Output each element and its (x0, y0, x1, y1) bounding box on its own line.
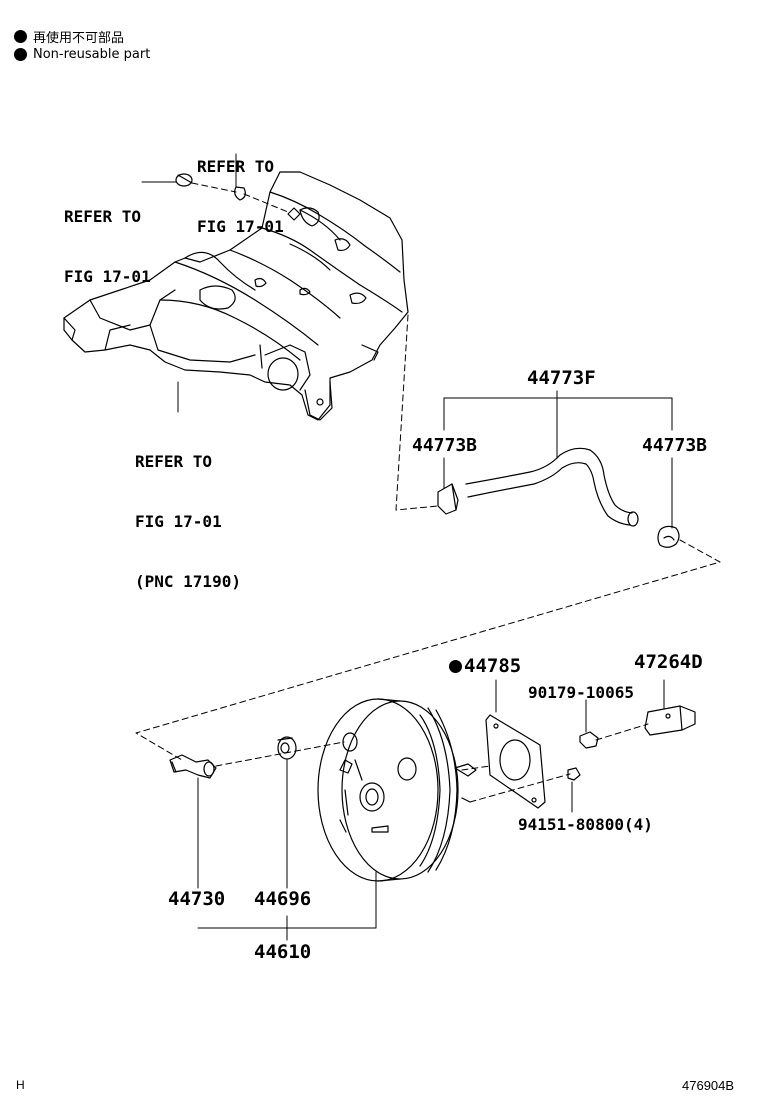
bullet-icon (14, 48, 27, 61)
nut-drawing (579, 731, 599, 749)
part-label-nut: 90179-10065 (528, 683, 634, 702)
vacuum-hose-drawing (437, 447, 680, 548)
reference-top-right: REFER TO FIG 17-01 (197, 117, 284, 257)
part-label-booster-assy: 44610 (254, 941, 312, 963)
intake-manifold-drawing (63, 171, 409, 421)
ref-line: FIG 17-01 (197, 217, 284, 236)
clevis-drawing (644, 705, 696, 736)
booster-leaders (197, 679, 665, 941)
nut-set-drawing (567, 767, 581, 781)
legend-item-english: Non-reusable part (14, 47, 150, 62)
ref-line: FIG 17-01 (64, 267, 151, 286)
illustration-number: 476904B (682, 1078, 735, 1093)
gasket-part-number: 44785 (464, 655, 522, 677)
legend-item-japanese: 再使用不可部品 (14, 27, 124, 46)
brake-booster-drawing (317, 698, 477, 882)
reference-bottom: REFER TO FIG 17-01 (PNC 17190) (135, 412, 241, 612)
gasket-drawing (485, 714, 546, 809)
legend-text-english: Non-reusable part (33, 47, 151, 62)
ref-line: FIG 17-01 (135, 512, 222, 531)
footer-left-code: H (16, 1078, 25, 1092)
part-label-nut-set: 94151-80800(4) (518, 815, 653, 834)
part-label-clamp-right: 44773B (642, 435, 708, 456)
part-label-gasket: 44785 (449, 657, 521, 676)
non-reusable-bullet-icon (449, 660, 462, 673)
ref-line: (PNC 17190) (135, 572, 241, 591)
part-label-clevis: 47264D (634, 651, 703, 673)
ref-line: REFER TO (135, 452, 213, 471)
part-label-check-valve: 44730 (168, 888, 226, 910)
ref-line: REFER TO (197, 157, 275, 176)
grommet-drawing (277, 736, 297, 760)
legend-text-japanese: 再使用不可部品 (33, 31, 125, 46)
part-label-grommet: 44696 (254, 888, 312, 910)
part-label-hose-assy: 44773F (527, 367, 596, 389)
part-label-clamp-left: 44773B (412, 435, 478, 456)
bullet-icon (14, 30, 27, 43)
hose-leaders (135, 314, 721, 761)
check-valve-drawing (169, 754, 217, 779)
reference-leaders (141, 153, 289, 413)
ref-line: REFER TO (64, 207, 142, 226)
reference-top-left: REFER TO FIG 17-01 (64, 167, 151, 307)
